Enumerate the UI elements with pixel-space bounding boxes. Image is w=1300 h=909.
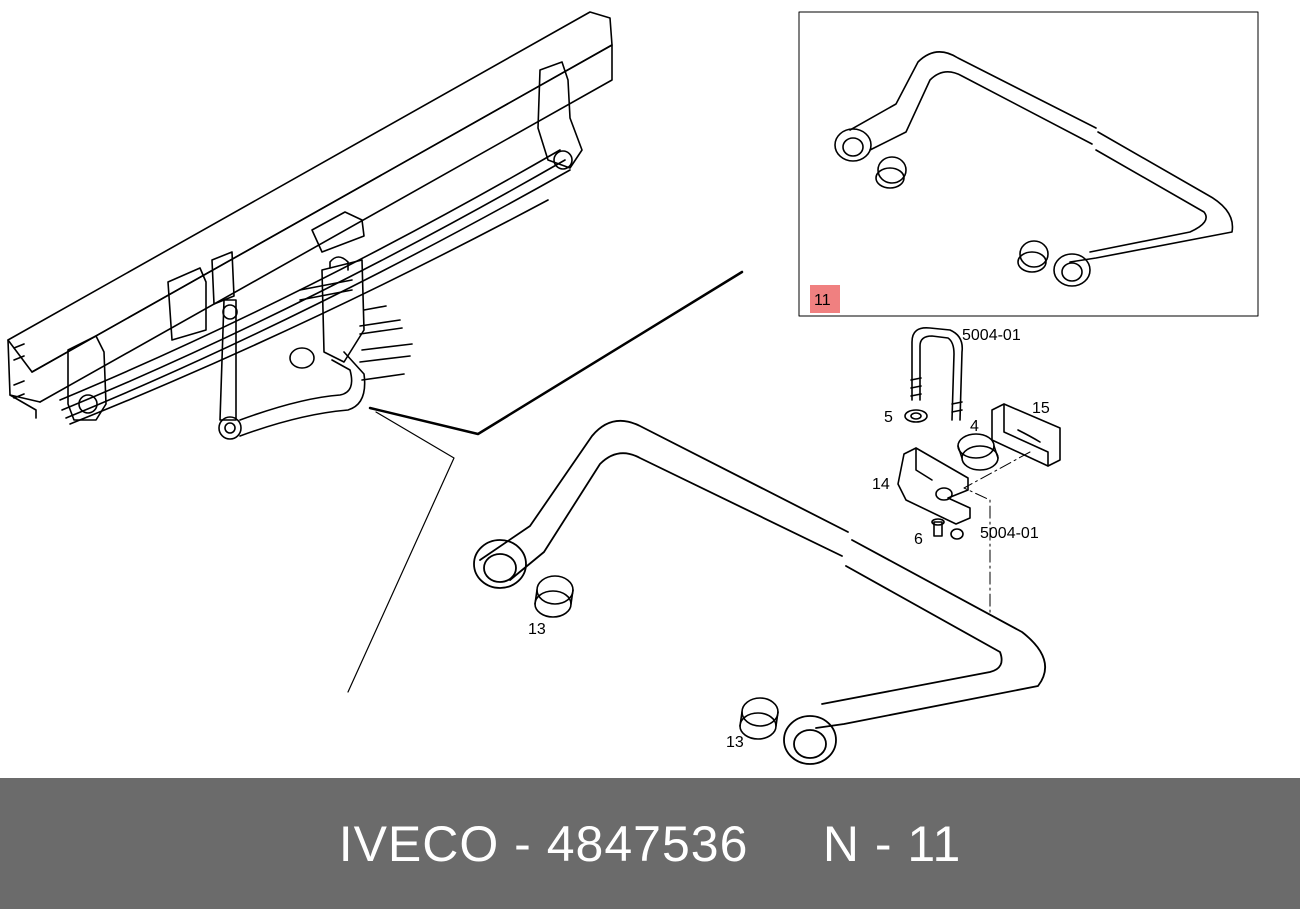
clamp-15 xyxy=(991,403,1061,467)
u-bolt xyxy=(910,326,964,421)
label-bracket-14: 14 xyxy=(872,476,890,493)
inset-frame xyxy=(798,11,1259,317)
diagram-svg: 11 5004-01 5 4 15 14 6 5004-01 13 13 xyxy=(7,11,1259,765)
label-washer-5: 5 xyxy=(884,409,893,426)
callout-lines xyxy=(368,270,744,436)
inset-ref-highlight xyxy=(810,285,840,313)
parts-diagram: 11 5004-01 5 4 15 14 6 5004-01 13 13 xyxy=(7,11,1259,765)
inset-stabilizer-bar xyxy=(834,51,1234,287)
ref-number: 11 xyxy=(907,815,962,872)
label-bushing-13-right: 13 xyxy=(726,734,744,751)
label-ref-top: 5004-01 xyxy=(962,327,1021,344)
label-ref-mid: 5004-01 xyxy=(980,525,1039,542)
label-clamp-15: 15 xyxy=(1032,400,1050,417)
main-stabilizer-bar xyxy=(473,419,1047,765)
bushing-13-right xyxy=(739,697,779,740)
part-number: 4847536 xyxy=(546,815,749,872)
separator: - xyxy=(859,815,908,872)
nut xyxy=(950,528,964,540)
ref-letter: N xyxy=(822,815,860,872)
label-bolt-6: 6 xyxy=(914,531,923,548)
spacer xyxy=(748,816,822,872)
footer-bar: IVECO - 4847536 N - 11 xyxy=(0,778,1300,909)
washer-5 xyxy=(904,409,928,423)
labels: 11 5004-01 5 4 15 14 6 5004-01 13 13 xyxy=(528,292,1050,751)
assembly-axis-line xyxy=(963,451,1031,615)
bracket-14 xyxy=(897,447,971,525)
bushing-13-left xyxy=(534,575,574,618)
label-bushing-13-left: 13 xyxy=(528,621,546,638)
callout-line-thin xyxy=(347,411,455,693)
brand-name: IVECO xyxy=(338,815,500,872)
label-inset-ref: 11 xyxy=(814,292,831,309)
bolt-6 xyxy=(931,518,945,537)
footer-caption: IVECO - 4847536 N - 11 xyxy=(339,815,962,873)
label-bushing-4: 4 xyxy=(970,418,979,435)
chassis-assembly-drawing xyxy=(7,11,613,440)
bushing-4 xyxy=(957,433,999,471)
separator: - xyxy=(499,815,547,872)
